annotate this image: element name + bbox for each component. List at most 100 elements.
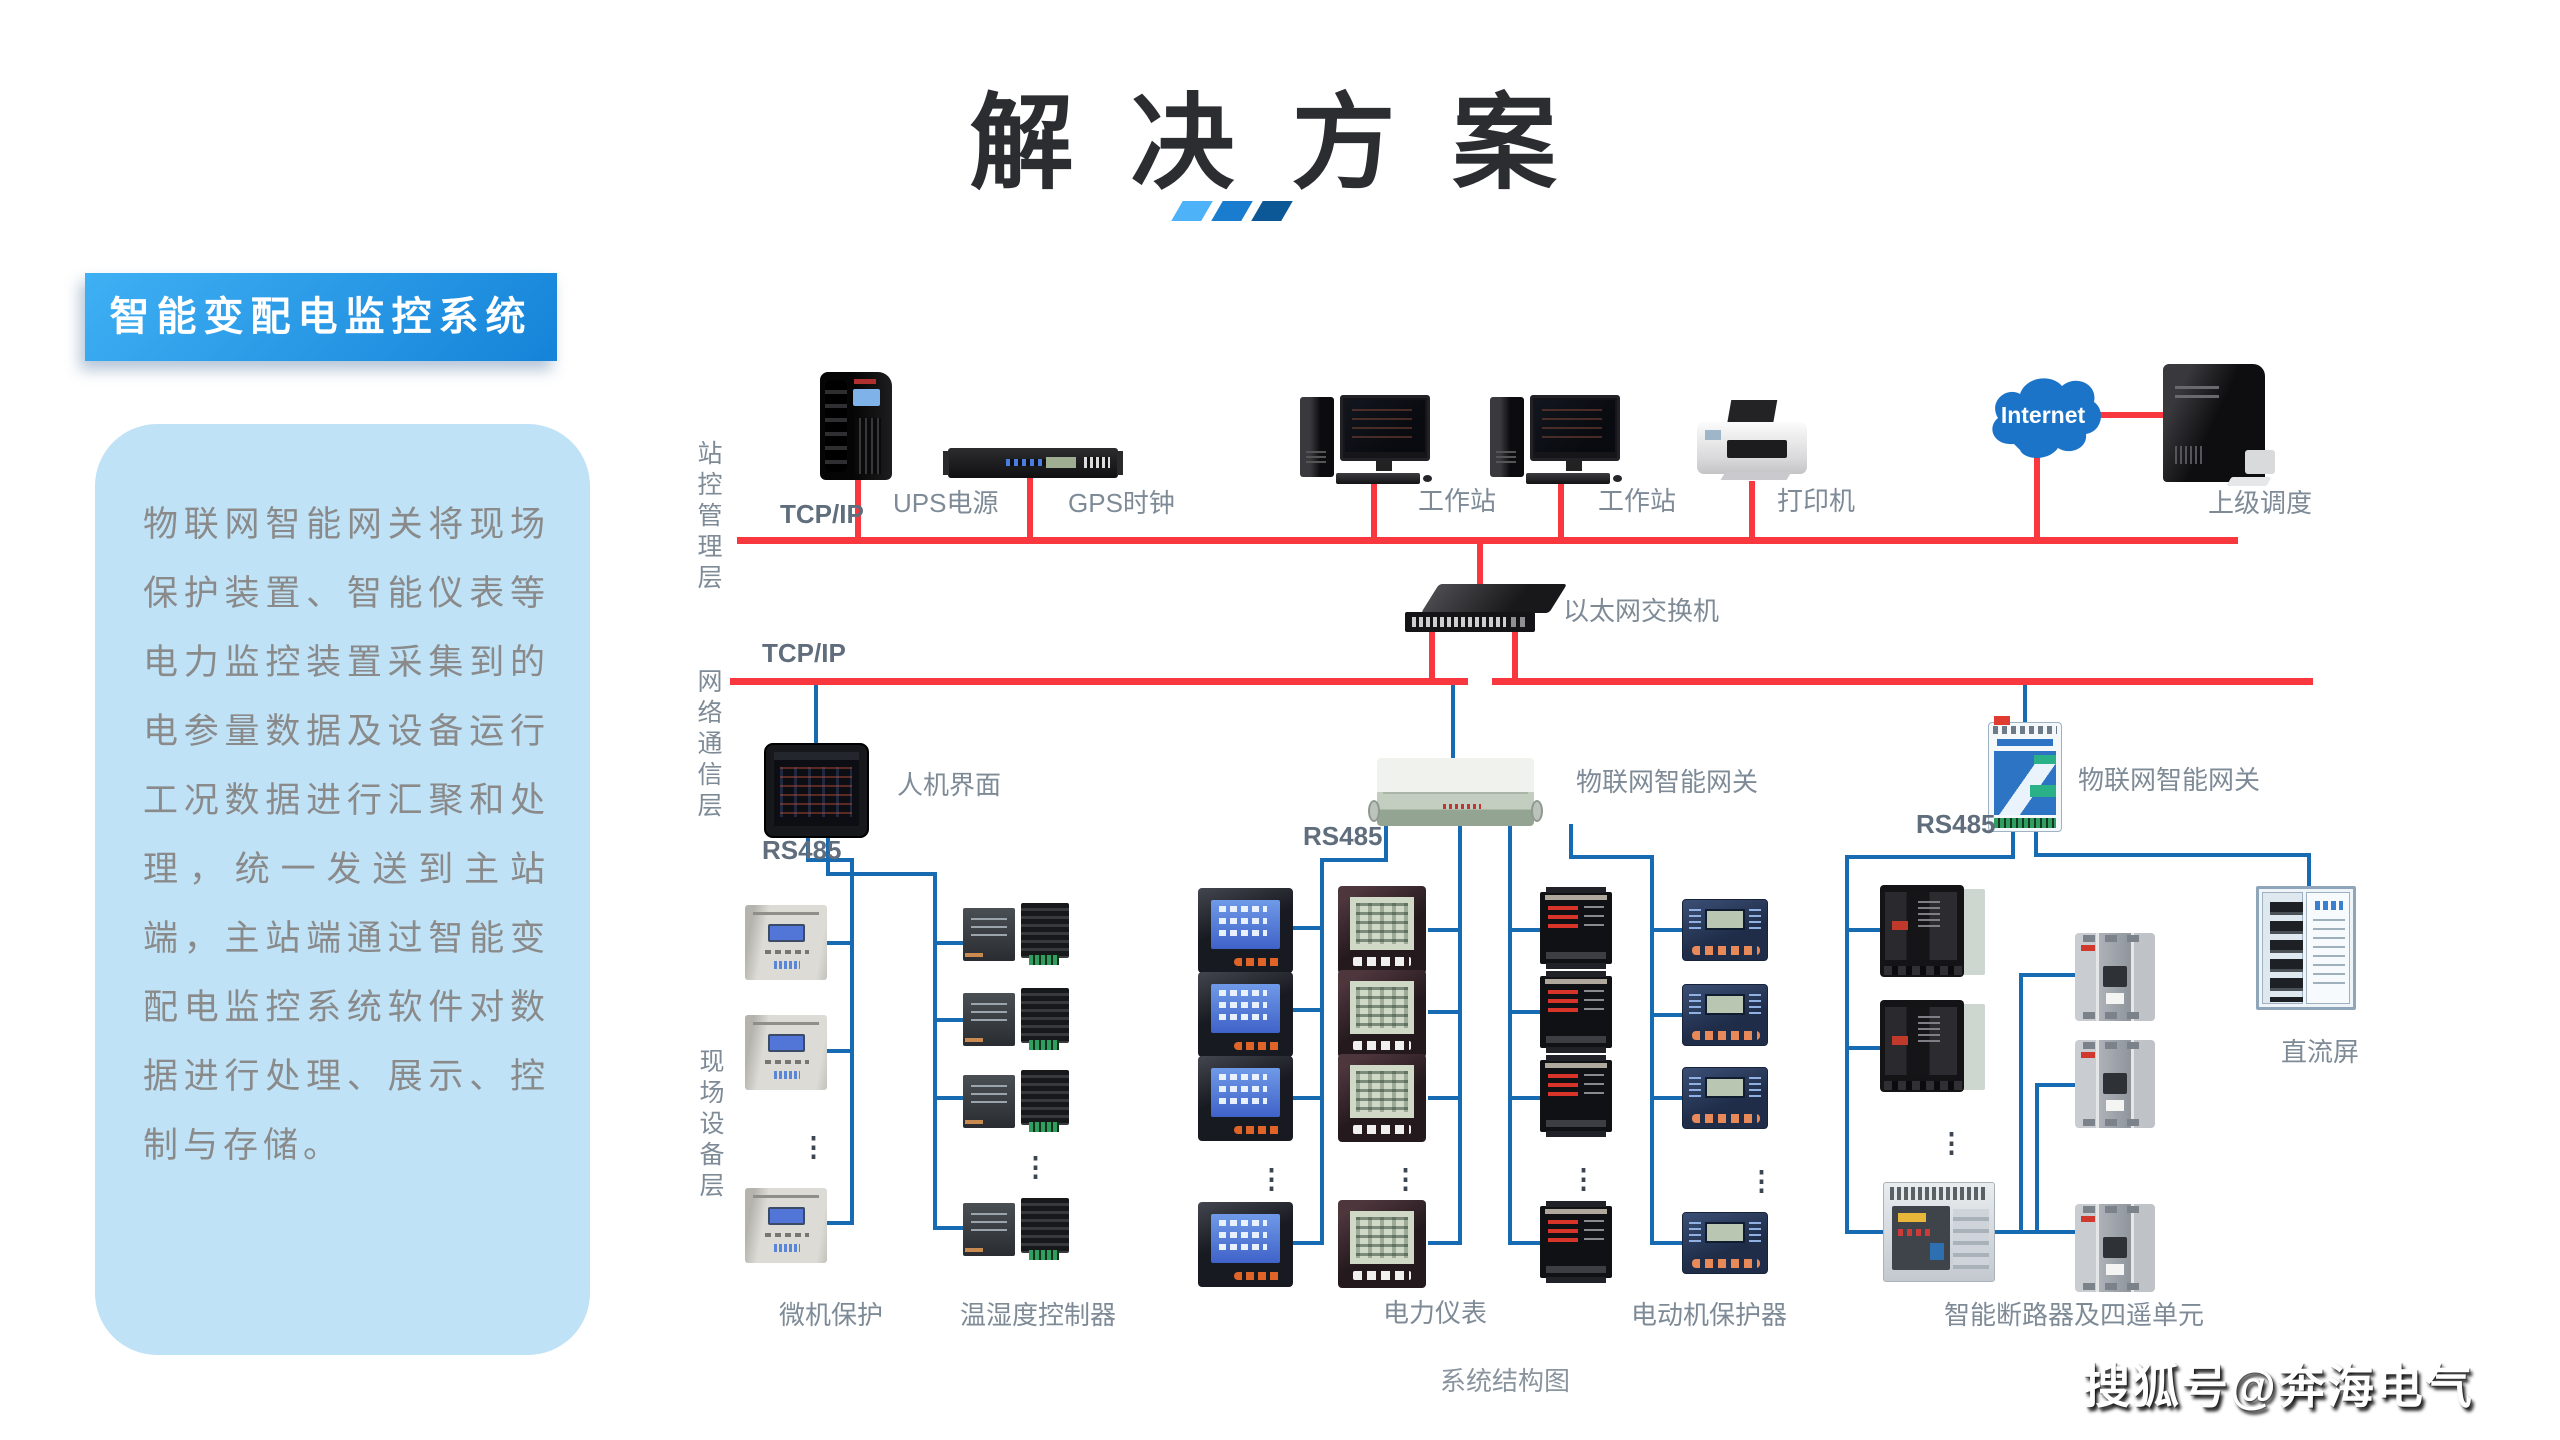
device-detail <box>2081 1216 2095 1222</box>
device-detail <box>2083 1042 2147 1049</box>
branch-th-4 <box>935 1226 965 1230</box>
device-detail <box>2081 945 2095 951</box>
branch-micro-3 <box>824 1221 852 1225</box>
power-meter-device <box>1198 1202 1293 1287</box>
micro-protection-device <box>745 905 827 980</box>
device-detail <box>1021 1198 1069 1253</box>
iot-gateway1-device <box>1368 758 1543 826</box>
device-detail <box>1692 1259 1760 1268</box>
device-detail <box>1884 966 1962 975</box>
device-detail <box>765 1060 809 1064</box>
device-detail <box>2106 1264 2124 1275</box>
link-switch-bus2-right <box>1512 628 1518 681</box>
device-detail <box>1535 400 1615 452</box>
sidebar-description: 物联网智能网关将现场保护装置、智能仪表等电力监控装置采集到的电参量数据及设备运行… <box>95 424 590 1355</box>
device-detail <box>2083 935 2147 942</box>
device-detail <box>1566 461 1582 471</box>
mccb-device <box>2075 1040 2155 1128</box>
hmi-label: 人机界面 <box>897 770 1002 800</box>
cloud-icon <box>1992 378 2101 458</box>
power-meter-device <box>1198 888 1293 973</box>
device-detail <box>1021 903 1069 958</box>
device-detail <box>1117 451 1123 475</box>
device-detail <box>2083 1119 2147 1126</box>
branch-micro-1 <box>824 941 852 945</box>
device-detail <box>1546 963 1606 969</box>
device-detail <box>1898 1229 1930 1236</box>
device-detail <box>768 924 805 942</box>
device-detail <box>1545 1063 1607 1068</box>
device-detail <box>1720 472 1792 480</box>
device-detail <box>2103 1073 2127 1094</box>
hmi-device <box>764 743 869 838</box>
upper-dispatch-label: 上级调度 <box>2208 488 2313 518</box>
device-detail <box>2103 966 2127 987</box>
device-detail <box>971 1213 1007 1233</box>
branch-acb-1 <box>1845 928 1882 932</box>
device-detail <box>1219 1244 1267 1250</box>
device-detail <box>1546 952 1606 959</box>
branch-meter-a3 <box>1292 1096 1322 1100</box>
link-bus2-gateway1 <box>1451 685 1455 758</box>
device-detail <box>1234 1042 1282 1050</box>
device-detail <box>1705 994 1745 1015</box>
iot-gateway2-device <box>1988 716 2062 832</box>
link-ws1-bus <box>1371 481 1377 540</box>
din-meter-device <box>1540 971 1612 1053</box>
device-detail <box>1412 617 1506 627</box>
device-detail <box>2226 477 2272 486</box>
network-bus-line-left <box>730 678 1468 685</box>
device-detail <box>1692 946 1760 955</box>
link-ups-bus <box>855 474 861 540</box>
device-detail <box>2106 1100 2124 1111</box>
device-detail <box>2106 993 2124 1004</box>
device-detail <box>1548 1074 1578 1101</box>
device-detail <box>1546 1047 1606 1053</box>
device-detail <box>1705 909 1745 930</box>
branch-meter-c1 <box>1508 928 1542 932</box>
device-detail <box>1584 990 1604 1017</box>
mccb-device <box>2075 933 2155 1021</box>
device-detail <box>1219 1014 1267 1020</box>
device-detail <box>1234 1126 1282 1134</box>
branch-meter-c4 <box>1508 1241 1542 1245</box>
device-detail <box>1353 1041 1411 1050</box>
dc-screen-label: 直流屏 <box>2281 1037 2360 1067</box>
printer-label: 打印机 <box>1777 486 1856 516</box>
device-detail <box>768 1034 805 1052</box>
device-detail <box>1705 430 1721 440</box>
link-gw2-port-left <box>2011 830 2015 859</box>
device-detail <box>1376 461 1392 471</box>
power-meter-device <box>1338 886 1426 974</box>
device-detail <box>854 379 876 384</box>
device-detail <box>1353 1271 1411 1280</box>
device-detail <box>1545 895 1607 900</box>
drawout-breaker-device <box>1883 1182 1995 1282</box>
link-cloud-bus <box>2034 456 2040 540</box>
device-detail <box>1356 1217 1408 1258</box>
link-hmi-down-right <box>826 836 830 876</box>
ups-label: UPS电源 <box>893 488 999 518</box>
device-detail <box>1548 990 1578 1017</box>
device-detail <box>1423 475 1432 482</box>
branch-motor-3 <box>1650 1096 1684 1100</box>
device-detail <box>1749 1077 1761 1099</box>
motor-protector-device <box>1682 984 1768 1046</box>
device-detail <box>1300 397 1334 477</box>
ellipsis-meter-a: ⋮ <box>1258 1164 1285 1194</box>
ups-device <box>820 372 892 480</box>
device-detail <box>1584 1220 1604 1247</box>
link-hmi-jog-right <box>826 872 937 876</box>
device-detail <box>2313 919 2345 991</box>
device-detail <box>1994 751 2056 815</box>
device-detail <box>1219 1002 1267 1008</box>
workstation2-device <box>1490 395 1622 487</box>
device-detail <box>1993 726 2057 734</box>
device-detail <box>774 1244 800 1252</box>
temp-humidity-device <box>963 903 1071 965</box>
power-meter-device <box>1338 1200 1426 1288</box>
din-meter-device <box>1540 1055 1612 1137</box>
device-detail <box>1689 1222 1701 1244</box>
branch-meter-a2 <box>1292 1008 1322 1012</box>
trunk-micro-protection <box>850 858 854 1225</box>
